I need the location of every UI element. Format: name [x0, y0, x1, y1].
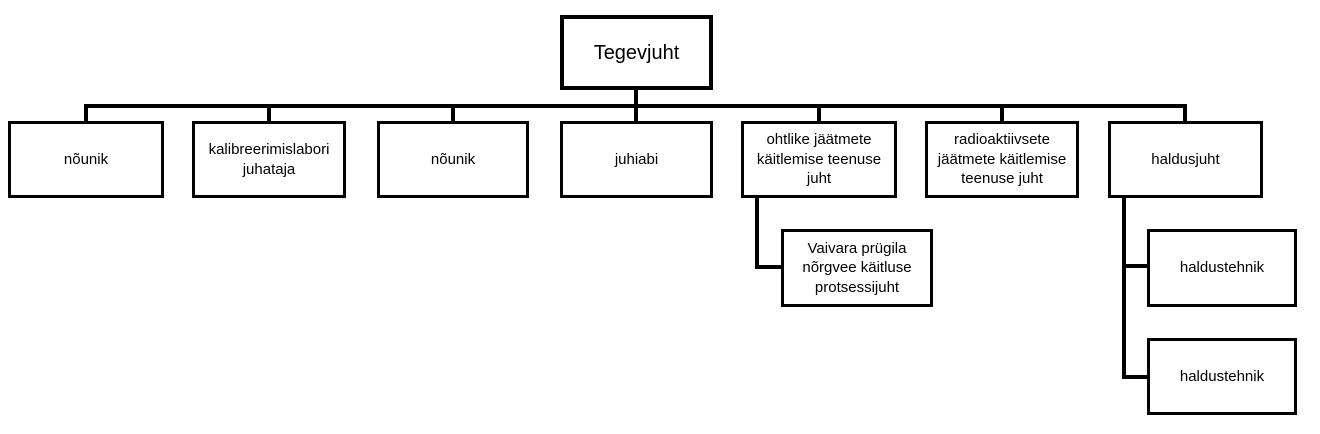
node-haldusjuht: haldusjuht [1108, 121, 1263, 198]
node-haldusjuht-label: haldusjuht [1151, 150, 1220, 168]
node-ohtlike-jaatmete-teenuse-juht: ohtlike jäätmete käitlemise teenuse juht [741, 121, 897, 198]
connector-drop-nounik-1 [84, 104, 88, 123]
node-nounik-2: nõunik [377, 121, 529, 198]
node-kalibreerimislabori-juhataja-label: kalibreerimislabori juhataja [208, 141, 330, 178]
node-tegevjuht: Tegevjuht [560, 15, 713, 90]
connector-vaivara-branch [755, 265, 783, 269]
node-haldustehnik-2: haldustehnik [1147, 338, 1297, 415]
node-juhiabi: juhiabi [560, 121, 713, 198]
node-nounik-2-label: nõunik [430, 150, 476, 168]
connector-drop-radioaktiivsete [1000, 104, 1004, 123]
node-vaivara-protsessijuht-label: Vaivara prügila nõrgvee käitluse protses… [802, 239, 912, 296]
node-nounik-1: nõunik [8, 121, 164, 198]
node-nounik-1-label: nõunik [63, 150, 109, 168]
node-radioaktiivsete-jaatmete-teenuse-juht-label: radioaktiivsete jäätmete käitlemise teen… [937, 131, 1067, 188]
node-haldustehnik-2-label: haldustehnik [1179, 367, 1265, 385]
connector-haldusjuht-vertical [1122, 196, 1126, 379]
connector-ohtlike-vertical [755, 196, 759, 269]
node-haldustehnik-1-label: haldustehnik [1179, 259, 1265, 277]
node-ohtlike-jaatmete-teenuse-juht-label: ohtlike jäätmete käitlemise teenuse juht [756, 131, 882, 188]
connector-drop-kalibreerimislabori [267, 104, 271, 123]
node-tegevjuht-label: Tegevjuht [593, 41, 680, 64]
connector-horizontal-bus [84, 104, 1187, 108]
node-juhiabi-label: juhiabi [614, 150, 659, 168]
node-vaivara-protsessijuht: Vaivara prügila nõrgvee käitluse protses… [781, 229, 933, 307]
node-radioaktiivsete-jaatmete-teenuse-juht: radioaktiivsete jäätmete käitlemise teen… [925, 121, 1079, 198]
connector-drop-nounik-2 [451, 104, 455, 123]
connector-haldustehnik-2-branch [1122, 375, 1149, 379]
connector-haldustehnik-1-branch [1122, 264, 1149, 268]
connector-drop-ohtlike [817, 104, 821, 123]
node-kalibreerimislabori-juhataja: kalibreerimislabori juhataja [192, 121, 346, 198]
connector-drop-haldusjuht [1183, 104, 1187, 123]
node-haldustehnik-1: haldustehnik [1147, 229, 1297, 307]
